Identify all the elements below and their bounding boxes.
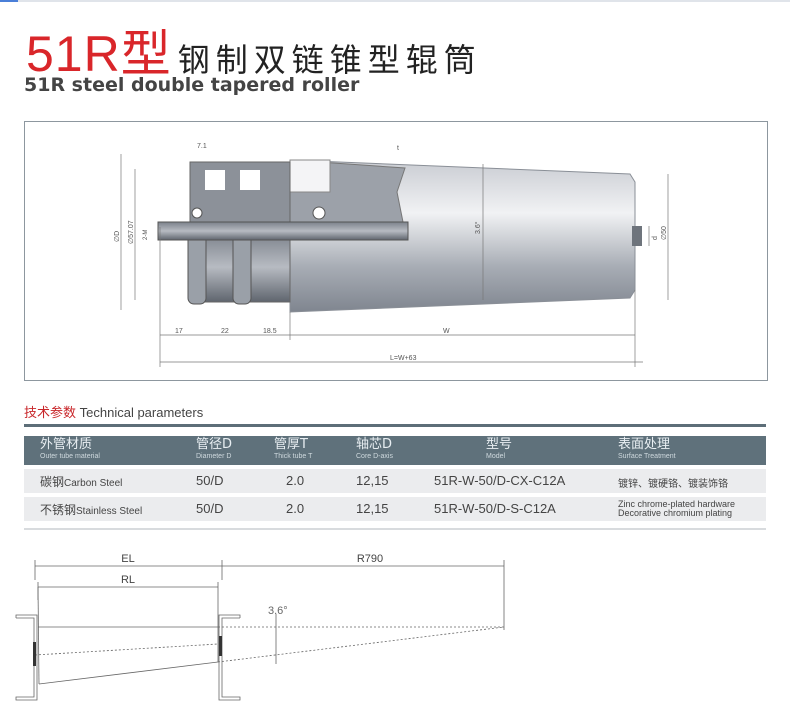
label-el: EL [121,553,134,565]
cell-diameter: 50/D [196,473,224,488]
cell-thick: 2.0 [286,473,305,488]
dim-bore: 2-M [143,230,149,240]
label-radius: R790 [357,553,383,565]
dim-diameter-d: ∅D [114,231,121,242]
title-name: 钢制双链锥型辊筒 [177,41,482,79]
layout-diagram: EL RL R790 3.6° [15,553,505,701]
page-title: 51R型钢制双链锥型辊筒 [26,14,482,86]
top-border [0,0,790,2]
dim-end-dia: ∅50 [661,226,668,240]
dim-17: 17 [175,328,183,335]
title-model: 51R型 [26,26,172,82]
cell-diameter: 50/D [196,501,224,516]
dim-sprocket-dia: ∅57.07 [128,220,135,244]
dim-22: 22 [221,328,229,335]
table-row: 不锈钢Stainless Steel 50/D 2.0 12,15 51R-W-… [24,497,766,521]
table-bottom-divider [24,528,766,530]
page-subtitle: 51R steel double tapered roller [24,74,360,96]
table-row: 碳钢Carbon Steel 50/D 2.0 12,15 51R-W-50/D… [24,469,766,493]
cell-model: 51R-W-50/D-S-C12A [434,501,556,516]
label-rl: RL [121,574,135,586]
dim-18-5: 18.5 [263,328,277,335]
section-title-en: Technical parameters [79,405,204,420]
label-angle: 3.6° [268,605,288,617]
roller-illustration: 7.1 t ∅D ∅57.07 2-M 3.6° d ∅50 17 22 18.… [114,143,669,367]
dim-length: L=W+63 [390,355,417,362]
dim-tooth-pitch: 7.1 [197,143,207,150]
dim-thickness: t [397,145,399,152]
cell-core: 12,15 [356,501,389,516]
cell-surface: 镀锌、镀硬铬、镀装饰铬 [618,479,728,490]
roller-drawing: 7.1 t ∅D ∅57.07 2-M 3.6° d ∅50 17 22 18.… [24,121,768,381]
section-title-cn: 技术参数 [24,406,77,421]
cell-material: 不锈钢Stainless Steel [40,503,143,517]
dim-angle: 3.6° [474,221,482,234]
section-heading: 技术参数 Technical parameters [24,402,203,421]
section-divider [24,424,766,427]
dim-shaft-d: d [652,236,659,240]
cell-material: 碳钢Carbon Steel [40,475,123,489]
cell-thick: 2.0 [286,501,305,516]
cell-model: 51R-W-50/D-CX-C12A [434,473,566,488]
cell-core: 12,15 [356,473,389,488]
dim-width: W [443,328,450,335]
